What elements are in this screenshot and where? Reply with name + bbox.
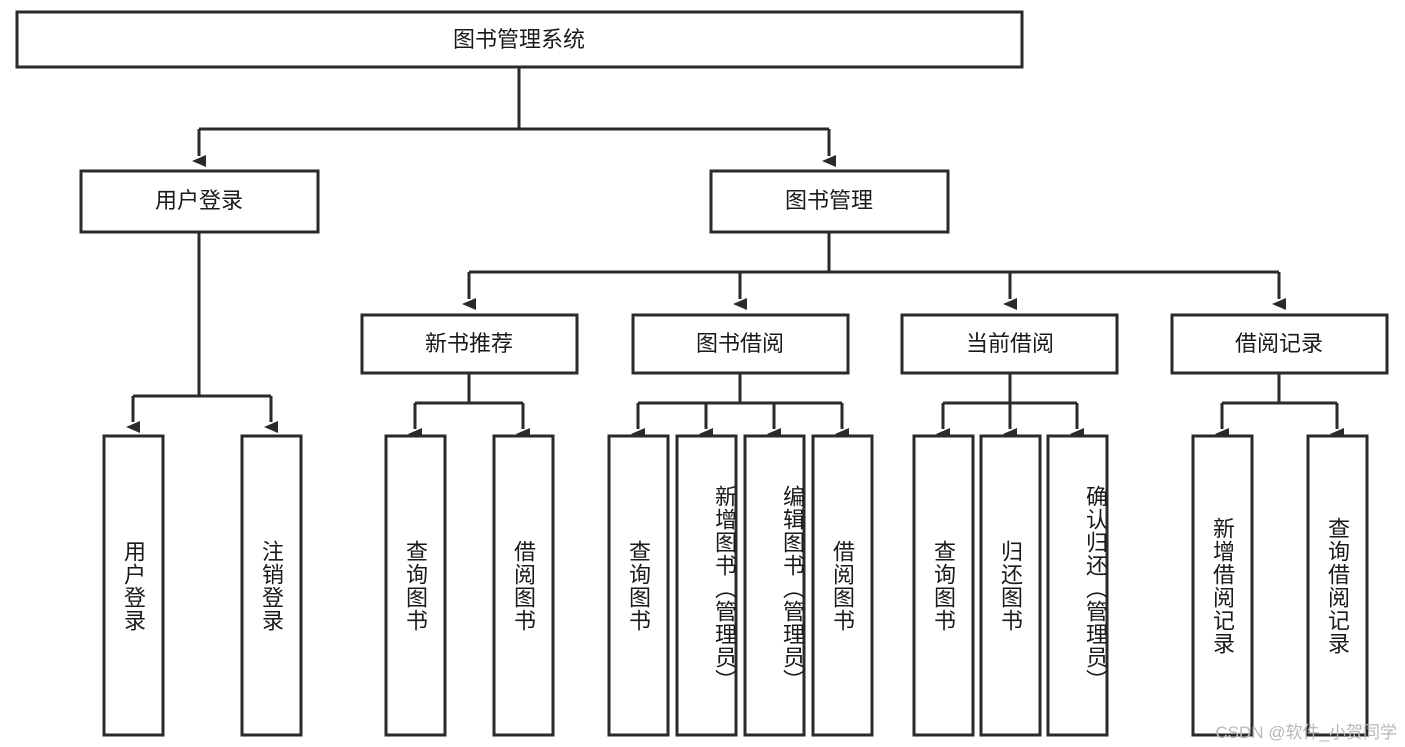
node-book-borrow[interactable] — [631, 313, 850, 375]
node-leaf-logout[interactable] — [240, 434, 303, 737]
node-leaf-add-book-admin[interactable] — [675, 434, 738, 737]
label-user-login: 用户登录 — [155, 188, 243, 213]
node-leaf-edit-book-admin[interactable] — [743, 434, 806, 737]
node-new-book-recommend[interactable] — [360, 313, 579, 375]
node-leaf-borrow-book-1[interactable] — [492, 434, 555, 737]
connectors-borrow-record-children — [1215, 373, 1344, 440]
connectors-current-borrow-children — [936, 373, 1084, 440]
label-root-library-system: 图书管理系统 — [453, 27, 585, 52]
label-current-borrow: 当前借阅 — [966, 331, 1054, 356]
label-book-management: 图书管理 — [785, 188, 873, 213]
connectors-user-login-children — [126, 232, 278, 433]
node-leaf-return-book[interactable] — [979, 434, 1042, 737]
node-leaf-query-book-3[interactable] — [912, 434, 975, 737]
connectors-new-book-children — [408, 373, 530, 440]
node-leaf-add-borrow-record[interactable] — [1191, 434, 1254, 737]
connectors-book-manage-children — [462, 232, 1286, 310]
connectors-level1 — [192, 67, 836, 167]
node-root-library-system[interactable] — [15, 10, 1024, 69]
node-user-login[interactable] — [79, 169, 320, 234]
node-leaf-user-login[interactable] — [102, 434, 165, 737]
node-leaf-query-book-1[interactable] — [384, 434, 447, 737]
label-new-book-recommend: 新书推荐 — [425, 331, 513, 356]
node-current-borrow[interactable] — [900, 313, 1119, 375]
label-book-borrow: 图书借阅 — [696, 331, 784, 356]
node-borrow-record[interactable] — [1170, 313, 1389, 375]
node-leaf-borrow-book-2[interactable] — [811, 434, 874, 737]
connectors-book-borrow-children — [631, 373, 849, 440]
node-leaf-query-book-2[interactable] — [607, 434, 670, 737]
node-leaf-query-borrow-record[interactable] — [1306, 434, 1369, 737]
label-borrow-record: 借阅记录 — [1235, 331, 1323, 356]
node-leaf-confirm-return-admin[interactable] — [1046, 434, 1109, 737]
node-book-management[interactable] — [709, 169, 950, 234]
